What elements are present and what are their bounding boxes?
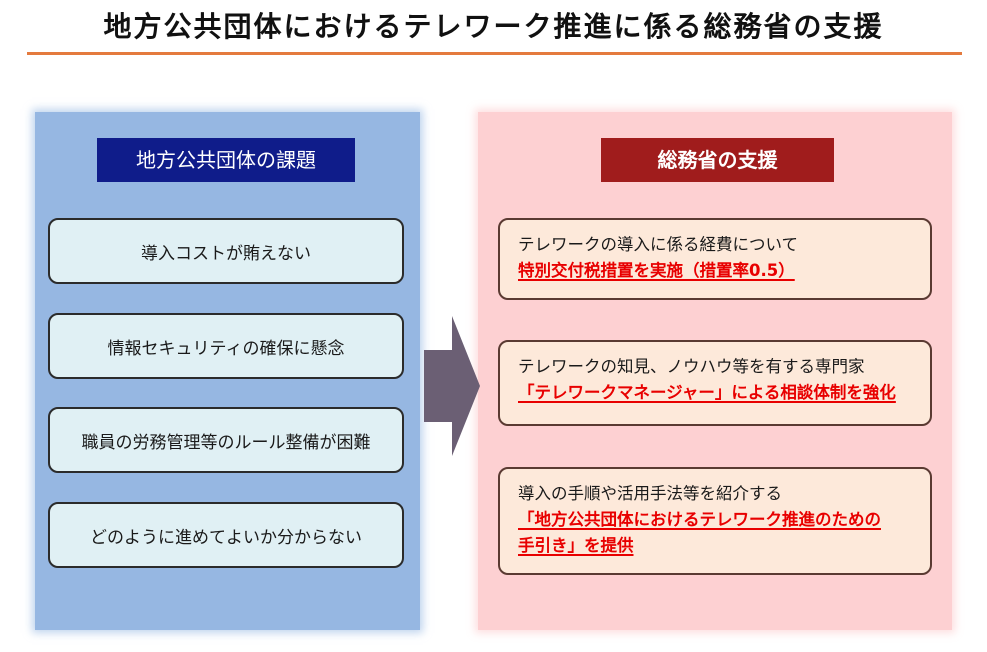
arrow-right-icon	[424, 316, 480, 456]
issue-text: どのように進めてよいか分からない	[90, 527, 362, 548]
issues-header: 地方公共団体の課題	[97, 138, 355, 182]
support-lead: テレワークの知見、ノウハウ等を有する専門家	[518, 357, 865, 376]
issue-box-how-to-proceed: どのように進めてよいか分からない	[48, 502, 404, 568]
issue-text: 導入コストが賄えない	[141, 243, 311, 264]
support-box-tax-measure: テレワークの導入に係る経費について 特別交付税措置を実施（措置率0.5）	[498, 218, 932, 300]
issue-box-cost: 導入コストが賄えない	[48, 218, 404, 284]
issue-text: 職員の労務管理等のルール整備が困難	[81, 432, 371, 453]
title-underline	[27, 52, 962, 55]
support-emphasis: 特別交付税措置を実施（措置率0.5）	[518, 261, 795, 280]
issue-box-security: 情報セキュリティの確保に懸念	[48, 313, 404, 379]
support-emphasis: 「テレワークマネージャー」による相談体制を強化	[518, 383, 896, 402]
support-lead: 導入の手順や活用手法等を紹介する	[518, 484, 782, 503]
page-title: 地方公共団体におけるテレワーク推進に係る総務省の支援	[103, 10, 884, 43]
issue-box-labor-rules: 職員の労務管理等のルール整備が困難	[48, 407, 404, 473]
support-emphasis: 「地方公共団体におけるテレワーク推進のための	[518, 510, 881, 529]
issue-text: 情報セキュリティの確保に懸念	[107, 338, 345, 359]
support-emphasis: 手引き」を提供	[518, 536, 634, 555]
support-header: 総務省の支援	[601, 138, 834, 182]
support-box-telework-manager: テレワークの知見、ノウハウ等を有する専門家 「テレワークマネージャー」による相談…	[498, 340, 932, 426]
support-box-guidebook: 導入の手順や活用手法等を紹介する 「地方公共団体におけるテレワーク推進のための …	[498, 467, 932, 575]
support-lead: テレワークの導入に係る経費について	[518, 235, 799, 254]
